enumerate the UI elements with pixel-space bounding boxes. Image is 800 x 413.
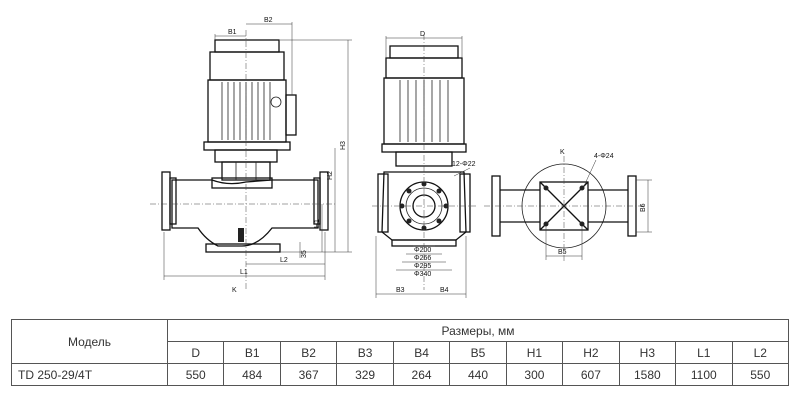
model-cell: TD 250-29/4T — [11, 363, 168, 386]
value-cell: 484 — [223, 363, 281, 386]
value-cell: 1100 — [675, 363, 733, 386]
label-b6: B6 — [640, 203, 647, 212]
value-cell: 264 — [392, 363, 451, 386]
col-header: B2 — [279, 341, 338, 364]
label-holes-top: 4-Φ24 — [594, 153, 614, 160]
value-cell: 367 — [279, 363, 338, 386]
table-row: TD 250-29/4T 550 484 367 329 264 440 300… — [11, 363, 790, 386]
col-header: B3 — [336, 341, 394, 364]
label-holes-front: 12-Φ22 — [452, 161, 476, 168]
label-d295: Φ295 — [414, 263, 431, 270]
dimensions-table: Модель Размеры, мм D B1 B2 B3 B4 B5 H1 H… — [11, 319, 790, 386]
label-b3: B3 — [396, 287, 405, 294]
col-header: L1 — [675, 341, 733, 364]
label-h2: H2 — [327, 171, 334, 180]
front-view: D 12-Φ22 Φ200 Φ266 Φ295 Φ340 B3 B4 — [372, 31, 476, 298]
value-cell: 550 — [731, 363, 790, 386]
value-cell: 329 — [336, 363, 394, 386]
label-d266: Φ266 — [414, 255, 431, 262]
col-header: H1 — [505, 341, 564, 364]
label-b5: B5 — [558, 249, 567, 256]
label-b1: B1 — [228, 29, 237, 36]
label-b4: B4 — [440, 287, 449, 294]
label-35: 35 — [301, 250, 308, 258]
col-header: B4 — [392, 341, 451, 364]
label-d340: Φ340 — [414, 271, 431, 278]
label-d: D — [420, 31, 425, 38]
table-header-row: Модель Размеры, мм — [11, 319, 789, 364]
col-header: H3 — [618, 341, 677, 364]
group-header: Размеры, мм — [167, 319, 789, 342]
label-d200: Φ200 — [414, 247, 431, 254]
col-header: B5 — [449, 341, 507, 364]
value-cell: 607 — [562, 363, 620, 386]
side-view: B1 B2 H3 H2 H1 35 L2 L1 K — [150, 17, 352, 294]
value-cell: 440 — [449, 363, 507, 386]
label-h1: H1 — [314, 219, 321, 228]
value-cell: 300 — [505, 363, 564, 386]
label-k-side: K — [232, 287, 237, 294]
top-view: K 4-Φ24 B6 B5 — [484, 149, 652, 262]
technical-drawing: B1 B2 H3 H2 H1 35 L2 L1 K — [150, 17, 652, 298]
label-l1: L1 — [240, 269, 248, 276]
label-b2: B2 — [264, 17, 273, 24]
value-cell: 550 — [166, 363, 225, 386]
label-l2: L2 — [280, 257, 288, 264]
col-header: D — [166, 341, 225, 364]
col-header: H2 — [562, 341, 620, 364]
label-h3: H3 — [340, 141, 347, 150]
value-cell: 1580 — [618, 363, 677, 386]
col-header: B1 — [223, 341, 281, 364]
model-header: Модель — [11, 319, 168, 364]
col-header: L2 — [731, 341, 790, 364]
table-columns-row: D B1 B2 B3 B4 B5 H1 H2 H3 L1 L2 — [12, 341, 790, 364]
label-k-top: K — [560, 149, 565, 156]
